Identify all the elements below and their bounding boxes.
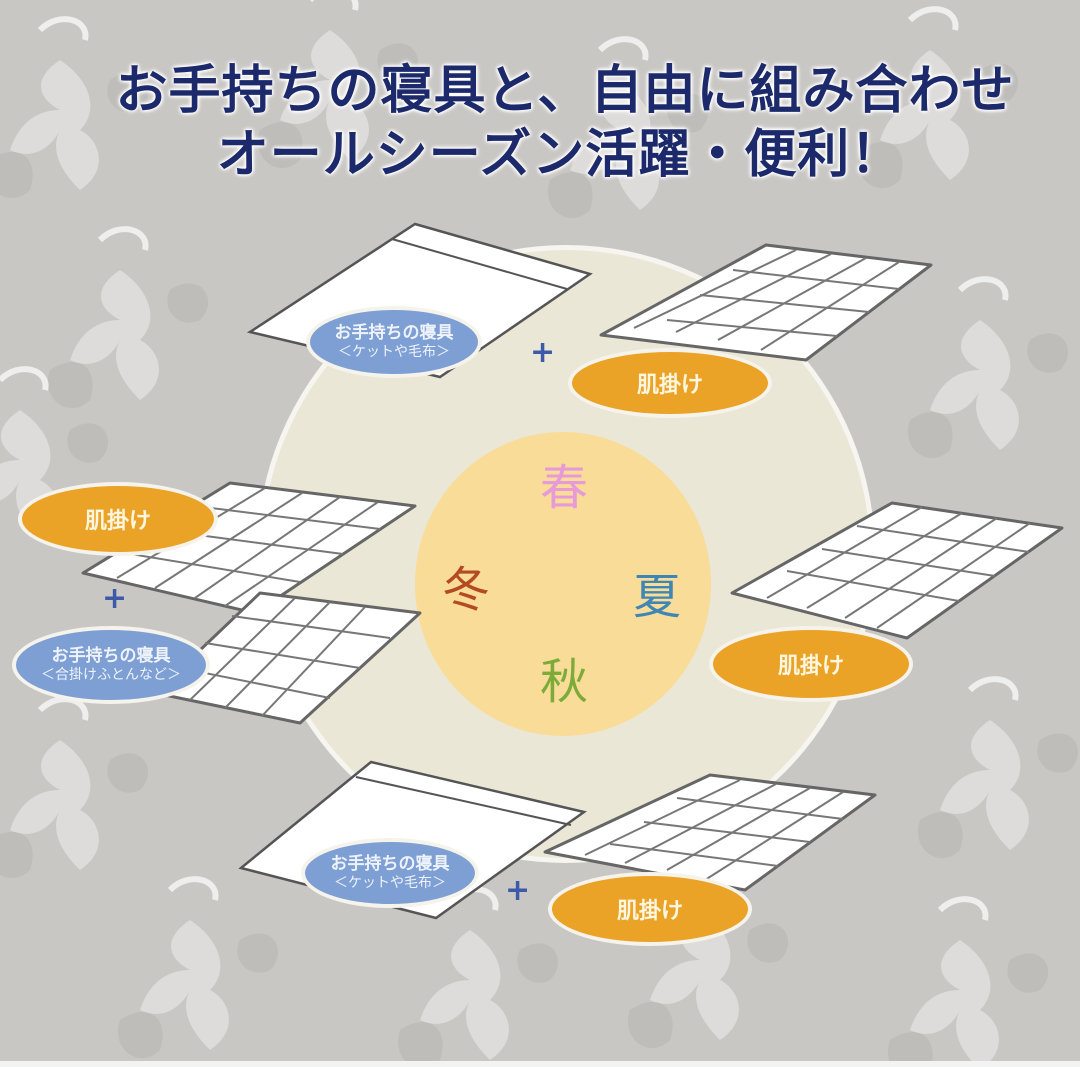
quilt-icon — [599, 243, 933, 362]
headline-line-2: オールシーズン活躍・便利！ — [216, 125, 904, 185]
product-label-right: 肌掛け — [713, 630, 909, 698]
plus-icon: + — [505, 873, 531, 908]
own-bedding-label-bottom: お手持ちの寝具 ＜ケットや毛布＞ — [305, 842, 475, 904]
quilt-top — [596, 240, 936, 365]
own-bedding-subtext: ＜合掛けふとんなど＞ — [41, 667, 181, 683]
plus-icon: + — [102, 581, 128, 616]
season-summer: 夏 — [633, 569, 682, 625]
plus-icon: + — [530, 335, 556, 370]
own-bedding-text: お手持ちの寝具 — [51, 646, 171, 666]
bottom-border — [0, 1061, 1080, 1067]
own-bedding-text: お手持ちの寝具 — [330, 854, 450, 874]
product-label-bottom: 肌掛け — [552, 876, 748, 942]
own-bedding-subtext: ＜ケットや毛布＞ — [338, 344, 450, 360]
quilt-icon — [730, 501, 1064, 640]
quilt-icon — [543, 773, 877, 892]
quilt-right — [727, 498, 1067, 643]
own-bedding-subtext: ＜ケットや毛布＞ — [334, 875, 446, 891]
product-label-left: 肌掛け — [22, 486, 214, 552]
season-center — [415, 432, 711, 736]
product-label-top: 肌掛け — [572, 352, 768, 414]
quilt-bottom — [540, 770, 880, 895]
headline-line-1: お手持ちの寝具と、自由に組み合わせ — [115, 61, 1015, 121]
own-bedding-label-top: お手持ちの寝具 ＜ケットや毛布＞ — [310, 310, 478, 374]
season-autumn: 秋 — [540, 654, 589, 710]
season-winter: 冬 — [442, 562, 491, 618]
own-bedding-text: お手持ちの寝具 — [334, 323, 454, 343]
season-spring: 春 — [540, 460, 589, 516]
own-bedding-label-left: お手持ちの寝具 ＜合掛けふとんなど＞ — [16, 630, 206, 700]
